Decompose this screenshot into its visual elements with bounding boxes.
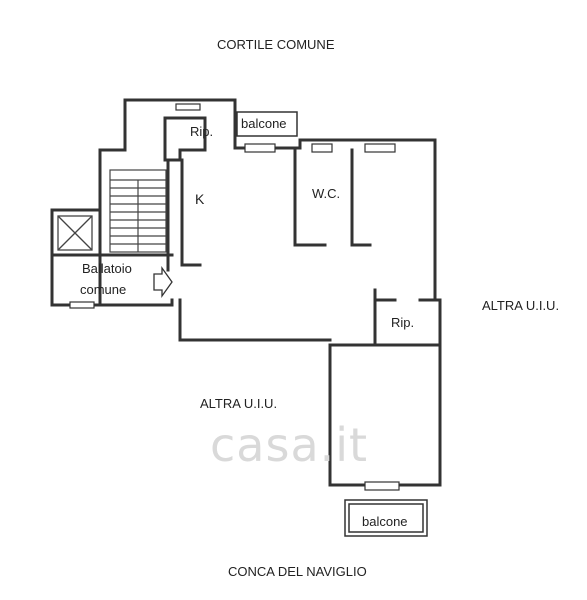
label-rip-top: Rip.: [190, 124, 214, 139]
stairs: [109, 169, 167, 253]
wall-wc-right: [350, 148, 372, 247]
label-balcone-bottom: balcone: [362, 514, 408, 529]
balcone-top-box: [236, 111, 298, 137]
label-balcone-top: balcone: [241, 116, 287, 131]
wall-kitchen: [180, 158, 202, 267]
label-rip-right: Rip.: [391, 315, 415, 330]
label-ballatoio-2: comune: [80, 282, 127, 297]
label-altra-right: ALTRA U.I.U.: [482, 298, 560, 313]
lift-box: [57, 215, 93, 251]
windows: [69, 103, 400, 491]
wall-rip-top: [163, 116, 207, 162]
entrance-arrow: [153, 265, 173, 299]
label-cortile: CORTILE COMUNE: [217, 37, 335, 52]
wall-bottom-right: [328, 343, 442, 487]
label-ballatoio-1: Ballatoio: [82, 261, 132, 276]
label-kitchen: K: [195, 191, 205, 207]
wall-rip-right: [373, 288, 442, 347]
watermark: casa.it: [210, 418, 369, 472]
wall-outer-top: [123, 98, 437, 157]
label-altra-left: ALTRA U.I.U.: [200, 396, 278, 411]
label-wc: W.C.: [312, 186, 341, 201]
wall-wc-left: [293, 148, 327, 247]
balcone-bottom-box: [344, 499, 428, 537]
label-conca: CONCA DEL NAVIGLIO: [228, 564, 367, 579]
